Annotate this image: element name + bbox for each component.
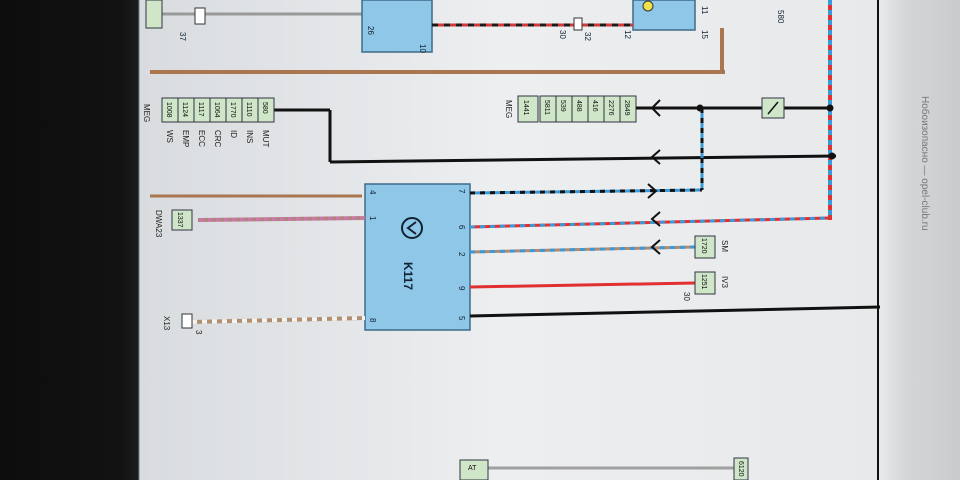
- module-pin-9: 9: [457, 286, 466, 291]
- connector-x13: [181, 313, 193, 329]
- k117-module: [364, 183, 471, 331]
- connector-37: [194, 7, 206, 25]
- tag-left-label-2: ID: [229, 130, 238, 138]
- tag-iv3-code: 1251: [700, 274, 707, 290]
- top-pin-f: 32: [583, 32, 592, 41]
- tag-at: [459, 459, 489, 480]
- tag-left-label-1: INS: [245, 130, 254, 143]
- top-pin-a: 26: [366, 26, 375, 35]
- arrow-markers: [647, 99, 661, 255]
- top-pin-e: 12: [623, 30, 632, 39]
- top-pin-h: 37: [178, 32, 187, 41]
- tag-dwa-label: DWA23: [154, 210, 163, 238]
- tag-mid-4: 539: [559, 100, 566, 112]
- x13-pin: 3: [194, 330, 203, 335]
- tag-sm: [694, 235, 716, 259]
- tag-mid-0: 2849: [623, 100, 630, 116]
- tags-mid-group: [517, 95, 637, 123]
- tag-at-label: AT: [468, 465, 477, 472]
- connector-32: [573, 17, 583, 31]
- tag-mid-3: 488: [575, 100, 582, 112]
- tag-sm-code: 1720: [700, 238, 707, 254]
- wire-pin5: [469, 305, 881, 318]
- lamp-icon: [642, 0, 654, 12]
- wire-black-middle: [329, 154, 837, 164]
- module-pin-7: 7: [457, 189, 466, 194]
- tags-left-group: [161, 97, 275, 123]
- tag-left-0: 580: [261, 102, 268, 114]
- tag-iv3-pin: 30: [682, 292, 691, 301]
- top-pin-d: 15: [700, 30, 709, 39]
- x13-label: X13: [162, 316, 171, 331]
- wire-pin9: [469, 281, 696, 289]
- top-relay: [632, 0, 696, 31]
- module-pin-4: 4: [368, 190, 377, 195]
- tag-mid-6: 1441: [522, 100, 529, 116]
- tag-left-top: [145, 0, 163, 29]
- wire-pin8: [191, 316, 366, 324]
- wire-pin1: [197, 216, 366, 222]
- tag-left-label-6: WS: [165, 130, 174, 143]
- module-pin-2: 2: [457, 252, 466, 257]
- top-pin-c: 11: [700, 6, 709, 15]
- top-module: [361, 0, 433, 53]
- tag-left-5: 1124: [181, 102, 188, 117]
- module-pin-8: 8: [368, 318, 377, 323]
- tag-dwa: [171, 209, 193, 231]
- tag-bottom-right-code: 6120: [737, 461, 744, 477]
- module-symbol-icon: [401, 217, 423, 239]
- tag-mid-group-label: MEG: [504, 100, 513, 118]
- top-pin-i: 580: [776, 10, 785, 24]
- tag-mid-2: 416: [591, 100, 598, 112]
- module-pin-5: 5: [457, 316, 466, 321]
- watermark: Нобоизопасно — opel-club.ru: [919, 96, 931, 231]
- module-pin-6: 6: [457, 225, 466, 230]
- tag-left-label-5: EMP: [181, 130, 190, 147]
- module-label: K117: [401, 262, 415, 290]
- tag-left-label-4: ECC: [197, 130, 206, 147]
- tag-left-label-3: CRC: [213, 130, 222, 148]
- tag-iv3-label: IV3: [720, 276, 729, 289]
- tag-left-3: 1064: [213, 102, 220, 118]
- tag-bottom-right: [733, 457, 749, 480]
- tag-left-label-0: MUT: [261, 130, 270, 147]
- tag-iv3: [694, 271, 716, 295]
- tag-sm-label: SM: [720, 240, 729, 252]
- tag-mid-1: 2276: [607, 100, 614, 116]
- tag-left-4: 1117: [197, 102, 204, 117]
- tag-left-2: 1770: [229, 102, 236, 118]
- tag-dwa-code: 1337: [176, 212, 183, 228]
- top-pin-b: 10: [418, 44, 427, 53]
- top-pin-g: 30: [558, 30, 567, 39]
- tag-left-6: 1008: [165, 102, 172, 118]
- tag-left-group-label: MEG: [142, 104, 151, 122]
- module-pin-1: 1: [368, 216, 377, 221]
- tag-mid-5: 5811: [543, 100, 550, 115]
- tag-left-1: 1110: [245, 102, 252, 117]
